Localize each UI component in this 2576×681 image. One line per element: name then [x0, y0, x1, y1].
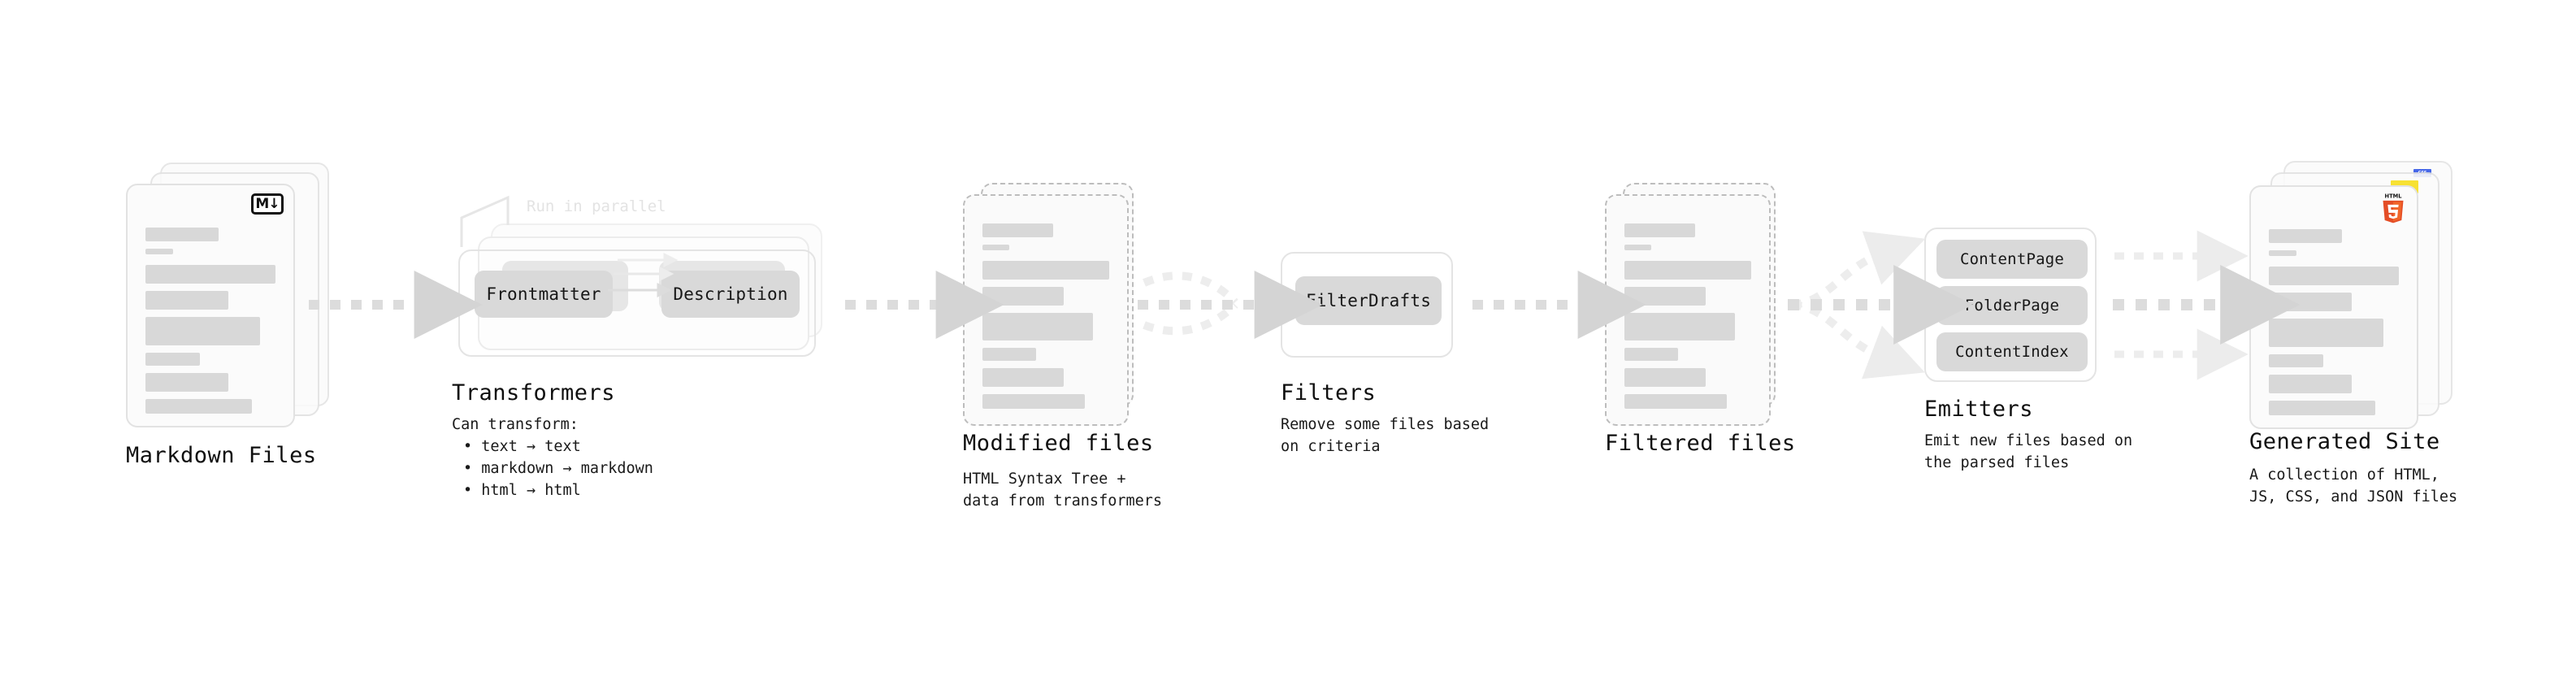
filtered-file-skeleton [1624, 223, 1751, 416]
markdown-icon: M↓ [251, 193, 284, 215]
emitter-chip-contentpage[interactable]: ContentPage [1936, 240, 2088, 279]
transformers-bullet-2: • html → html [463, 482, 581, 499]
filters-group[interactable]: FilterDrafts [1281, 252, 1453, 358]
markdown-files-title: Markdown Files [126, 443, 317, 468]
filters-description: Remove some files based on criteria [1281, 416, 1490, 455]
transformer-chip-frontmatter[interactable]: Frontmatter [475, 271, 613, 318]
emitters-description: Emit new files based on the parsed files [1924, 432, 2133, 471]
html5-icon: HTML [2379, 192, 2407, 224]
filter-chip-filterdrafts[interactable]: FilterDrafts [1295, 276, 1442, 325]
filtered-files-title: Filtered files [1605, 431, 1796, 456]
generated-site-skeleton [2269, 229, 2399, 423]
svg-text:HTML: HTML [2385, 193, 2403, 200]
emitters-title: Emitters [1924, 397, 2034, 422]
modified-file-skeleton [982, 223, 1109, 416]
transformers-group-stack: Frontmatter Description [452, 223, 834, 370]
transformer-chip-description[interactable]: Description [661, 271, 800, 318]
filtered-file-card-front [1605, 194, 1771, 426]
emitters-group[interactable]: ContentPage FolderPage ContentIndex [1924, 228, 2097, 382]
markdown-file-skeleton [145, 228, 275, 421]
connector-filtered-to-emitters [1788, 231, 1974, 380]
markdown-file-card-front: M↓ [126, 184, 295, 427]
transformers-group-front[interactable]: Frontmatter Description [458, 249, 816, 357]
transformers-bullet-1: • markdown → markdown [463, 460, 653, 477]
modified-file-card-front [963, 194, 1129, 426]
run-in-parallel-note: Run in parallel [527, 197, 666, 215]
filtered-files-card-stack [1605, 183, 1800, 426]
generated-site-card-stack: CSS HTML [2249, 161, 2461, 429]
generated-site-title: Generated Site [2249, 429, 2440, 454]
transformers-description: Can transform: [452, 416, 579, 433]
transformers-bullet-0: • text → text [463, 438, 581, 455]
transformers-title: Transformers [452, 380, 616, 406]
modified-files-title: Modified files [963, 431, 1154, 456]
emitter-chip-contentindex[interactable]: ContentIndex [1936, 332, 2088, 371]
emitter-chip-folderpage[interactable]: FolderPage [1936, 286, 2088, 325]
generated-site-card-front: HTML [2249, 185, 2418, 429]
generated-site-description: A collection of HTML, JS, CSS, and JSON … [2249, 466, 2458, 505]
markdown-files-card-stack: M↓ [126, 163, 337, 431]
filters-title: Filters [1281, 380, 1377, 406]
modified-files-description: HTML Syntax Tree + data from transformer… [963, 471, 1163, 510]
connector-emitters-to-generated [2113, 230, 2301, 380]
modified-files-card-stack [963, 183, 1158, 426]
